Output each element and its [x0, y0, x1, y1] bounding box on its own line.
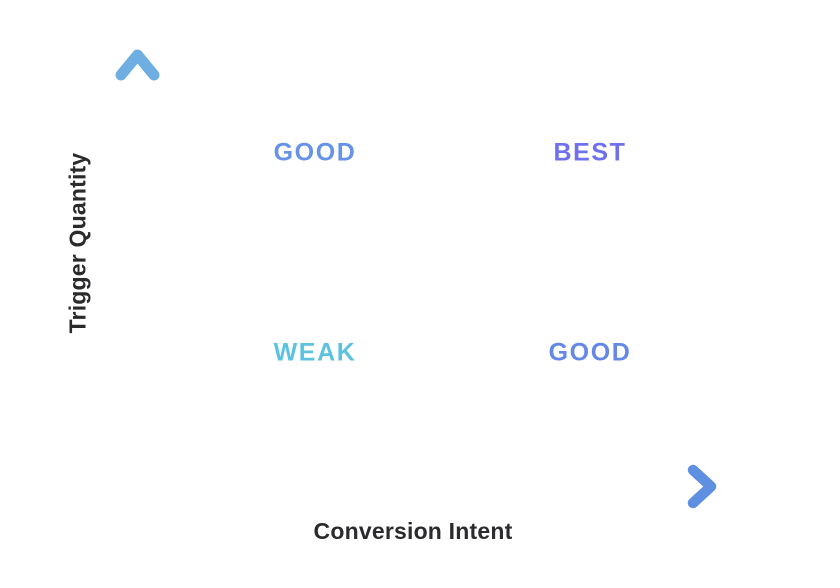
quadrant-label-bottom-left: WEAK [273, 338, 357, 367]
x-axis-title: Conversion Intent [313, 518, 513, 544]
quadrant-label-top-left: GOOD [273, 138, 357, 167]
x-axis-arrow [185, 464, 717, 509]
quadrant-label-bottom-right: GOOD [548, 338, 632, 367]
quadrant-label-top-right: BEST [553, 138, 627, 167]
y-axis-arrow [115, 49, 160, 438]
y-axis-title: Trigger Quantity [64, 152, 91, 334]
